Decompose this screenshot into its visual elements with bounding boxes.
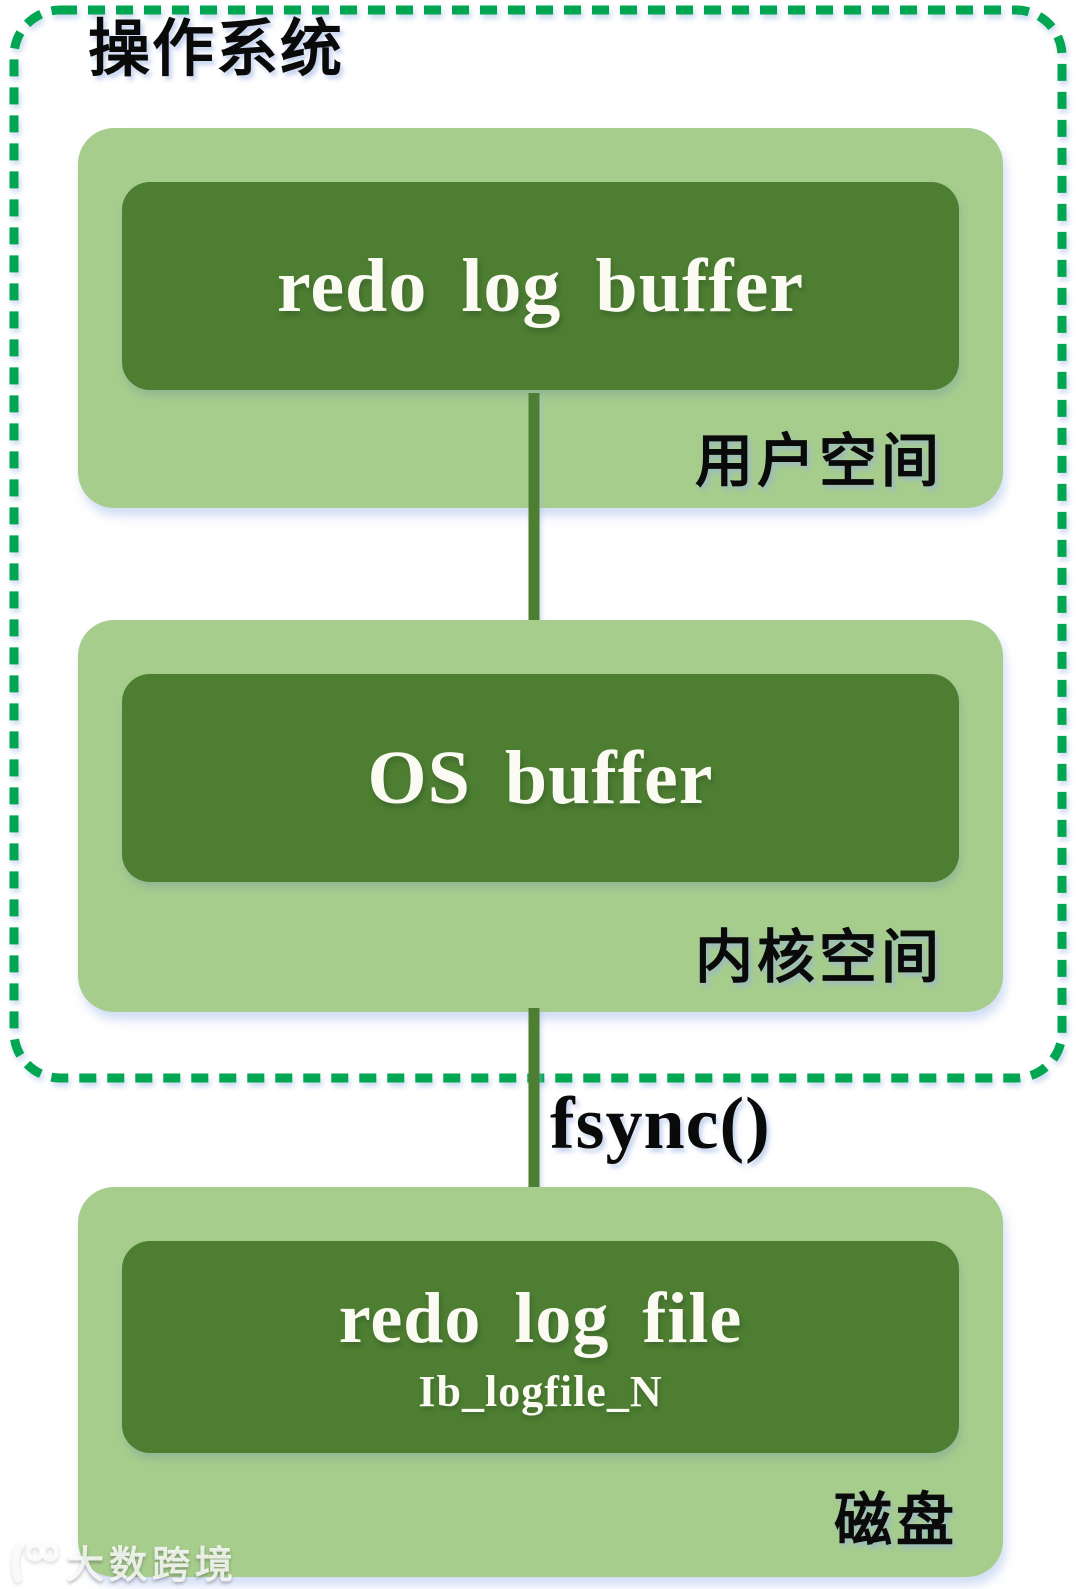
os-buffer-label: OS buffer [367, 735, 714, 820]
disk-region: redo log file Ib_logfile_N 磁盘 [78, 1187, 1003, 1577]
watermark: 大数跨境 [6, 1534, 238, 1589]
kernel-space-region: OS buffer 内核空间 [78, 620, 1003, 1012]
os-title: 操作系统 [88, 16, 345, 84]
brand-logo-icon [11, 1541, 58, 1582]
kernel-space-label: 内核空间 [694, 925, 943, 990]
redo-log-file-filename: Ib_logfile_N [418, 1367, 663, 1416]
redo-log-file-label: redo log file [338, 1278, 743, 1358]
redo-log-file-block: redo log file Ib_logfile_N [122, 1241, 959, 1453]
redo-log-buffer-block: redo log buffer [122, 182, 959, 390]
os-buffer-block: OS buffer [122, 674, 959, 882]
fsync-label: fsync() [550, 1083, 771, 1165]
redo-log-buffer-label: redo log buffer [276, 243, 805, 328]
user-space-region: redo log buffer 用户空间 [78, 128, 1003, 508]
disk-label: 磁盘 [833, 1488, 958, 1553]
watermark-brand-text: 大数跨境 [66, 1545, 239, 1587]
user-space-label: 用户空间 [694, 429, 943, 494]
